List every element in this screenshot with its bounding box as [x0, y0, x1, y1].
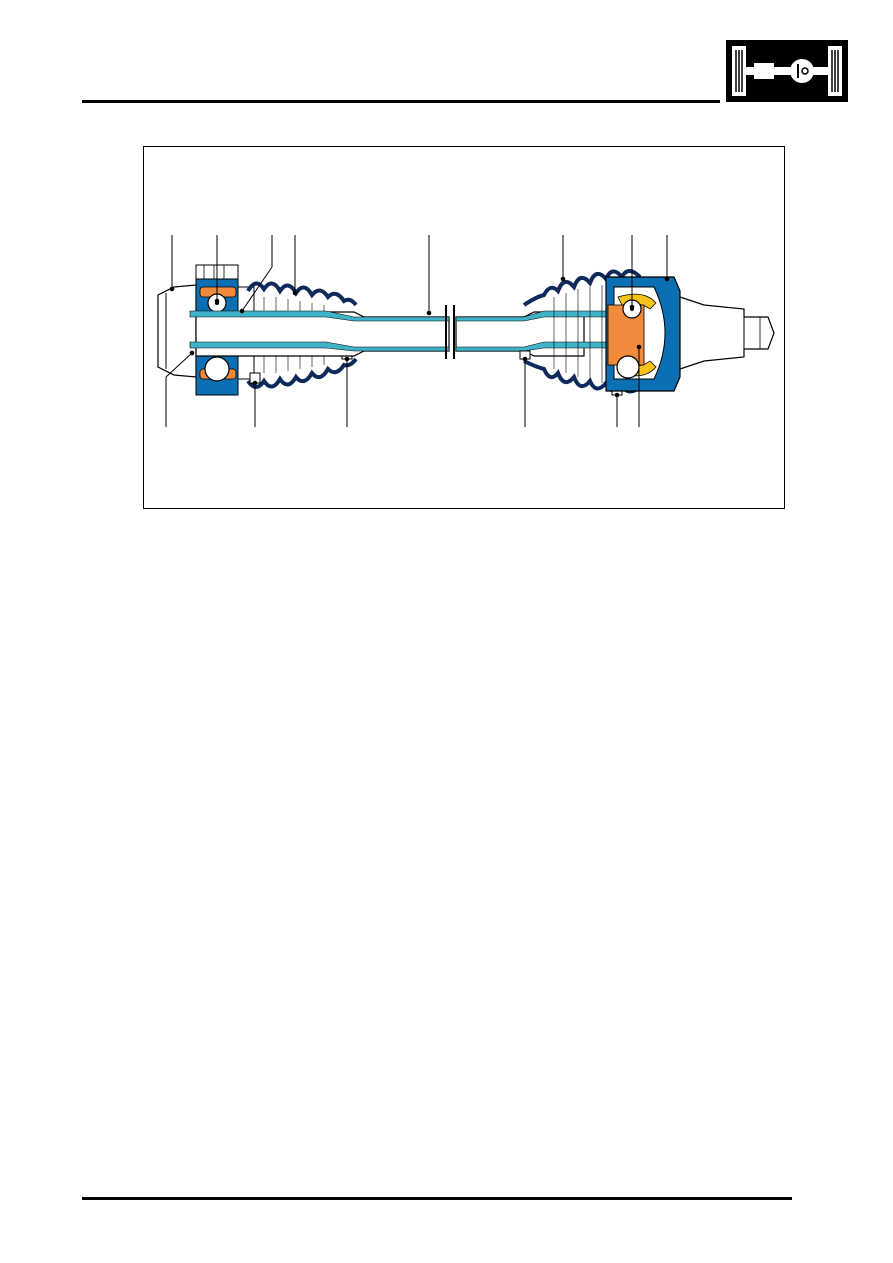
shaft-stripe-bottom [189, 341, 450, 352]
inner-boot-bottom [246, 357, 358, 389]
driveshaft-cutaway-illustration [157, 235, 775, 427]
footer-rule [82, 1197, 792, 1200]
header-rule [82, 100, 720, 103]
callout-leaders-bottom [165, 344, 642, 427]
stub-axle [679, 296, 775, 370]
outer-boot-top [522, 269, 642, 307]
callout-leaders-top [169, 235, 670, 316]
outer-joint-ball-bottom [616, 355, 640, 379]
inner-boot-top [246, 281, 358, 307]
shaft-stripe-top [189, 310, 450, 322]
inner-joint-housing [157, 284, 197, 378]
inner-joint-ball-bottom [204, 356, 230, 382]
driveshaft-figure [143, 146, 785, 509]
driveshaft-section-icon [726, 40, 848, 102]
